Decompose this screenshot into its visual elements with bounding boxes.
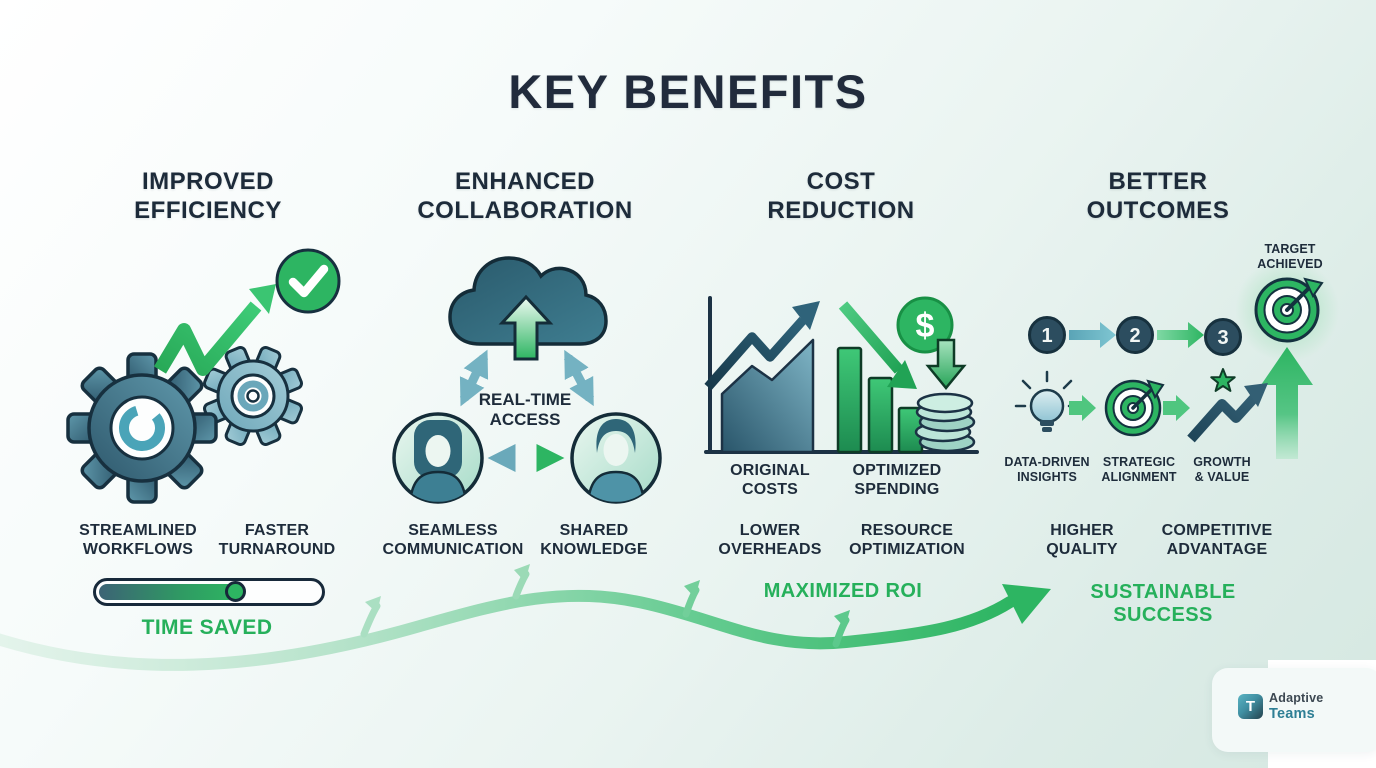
brand-logo-icon: T [1238,694,1263,719]
avatar-woman [392,412,484,504]
progress-knob [225,580,246,602]
strategic-target-icon [1104,379,1165,437]
dollar-coin-icon: $ [896,296,954,354]
efficiency-gears-illustration [66,248,341,504]
large-gear-icon [66,352,218,504]
column-heading-cost-reduction: COST REDUCTION [767,168,915,224]
step-number-2: 2 [1129,325,1140,347]
cost-reduction-chart-illustration: $ [704,296,979,454]
original-costs-area-icon [704,301,820,454]
sync-arrows-icon [459,349,594,472]
label-real-time-access: REAL-TIME ACCESS [478,390,572,429]
better-outcomes-illustration: 1 2 3 [1014,258,1339,459]
label-optimized-spending: OPTIMIZED SPENDING [852,462,942,498]
highlight-sustainable-success: SUSTAINABLE SUCCESS [1090,581,1236,626]
label-seamless-communication: SEAMLESS COMMUNICATION [382,522,524,558]
label-streamlined-workflows: STREAMLINED WORKFLOWS [79,522,197,558]
coin-stack-icon [914,392,976,453]
mini-arrow-2-icon [1163,395,1190,421]
column-heading-better-outcomes: BETTER OUTCOMES [1086,168,1230,224]
check-circle-icon [275,248,341,314]
brand-logo-card: T Adaptive Teams [1212,668,1376,752]
lightbulb-icon [1014,370,1080,432]
step-circles: 1 2 3 [1028,316,1242,356]
progress-fill [99,584,236,600]
highlight-maximized-roi: MAXIMIZED ROI [763,580,923,602]
down-arrow-icon [925,338,967,390]
dollar-glyph: $ [916,307,935,345]
optimized-spending-bars-icon [836,301,924,454]
growth-zigzag-arrow-icon [153,284,276,376]
brand-name-line1: Adaptive [1269,691,1324,705]
target-achieved-icon [1254,277,1324,343]
label-target-achieved: TARGET ACHIEVED [1257,242,1323,271]
step-arrow-1-icon [1069,322,1116,348]
step-arrow-2-icon [1157,322,1204,348]
label-competitive-advantage: COMPETITIVE ADVANTAGE [1161,522,1273,558]
avatar-man [570,412,662,504]
wave-branch-arrows-icon [360,564,850,648]
collaboration-illustration [392,256,662,504]
big-up-arrow-icon [1261,347,1313,459]
label-resource-optimization: RESOURCE OPTIMIZATION [849,522,965,558]
label-data-driven-insights: DATA-DRIVEN INSIGHTS [1004,455,1090,484]
column-heading-improved-efficiency: IMPROVED EFFICIENCY [134,168,282,224]
label-higher-quality: HIGHER QUALITY [1046,522,1118,558]
step-number-3: 3 [1217,327,1228,349]
small-gear-icon [203,346,303,446]
flow-wave-arrow-icon [0,564,1051,671]
time-saved-progress-bar [93,578,325,606]
brand-name-line2: Teams [1269,705,1315,722]
page-title: KEY BENEFITS [508,65,868,118]
step-number-1: 1 [1041,325,1052,347]
label-strategic-alignment: STRATEGIC ALIGNMENT [1101,455,1177,484]
label-lower-overheads: LOWER OVERHEADS [718,522,822,558]
column-heading-enhanced-collaboration: ENHANCED COLLABORATION [417,168,633,224]
mini-arrow-1-icon [1069,395,1096,421]
label-original-costs: ORIGINAL COSTS [730,462,810,498]
label-shared-knowledge: SHARED KNOWLEDGE [540,522,648,558]
label-growth-and-value: GROWTH & VALUE [1193,455,1251,484]
growth-value-icon [1187,368,1268,443]
label-faster-turnaround: FASTER TURNAROUND [218,522,336,558]
highlight-time-saved: TIME SAVED [141,616,273,639]
cloud-upload-icon [448,256,608,361]
